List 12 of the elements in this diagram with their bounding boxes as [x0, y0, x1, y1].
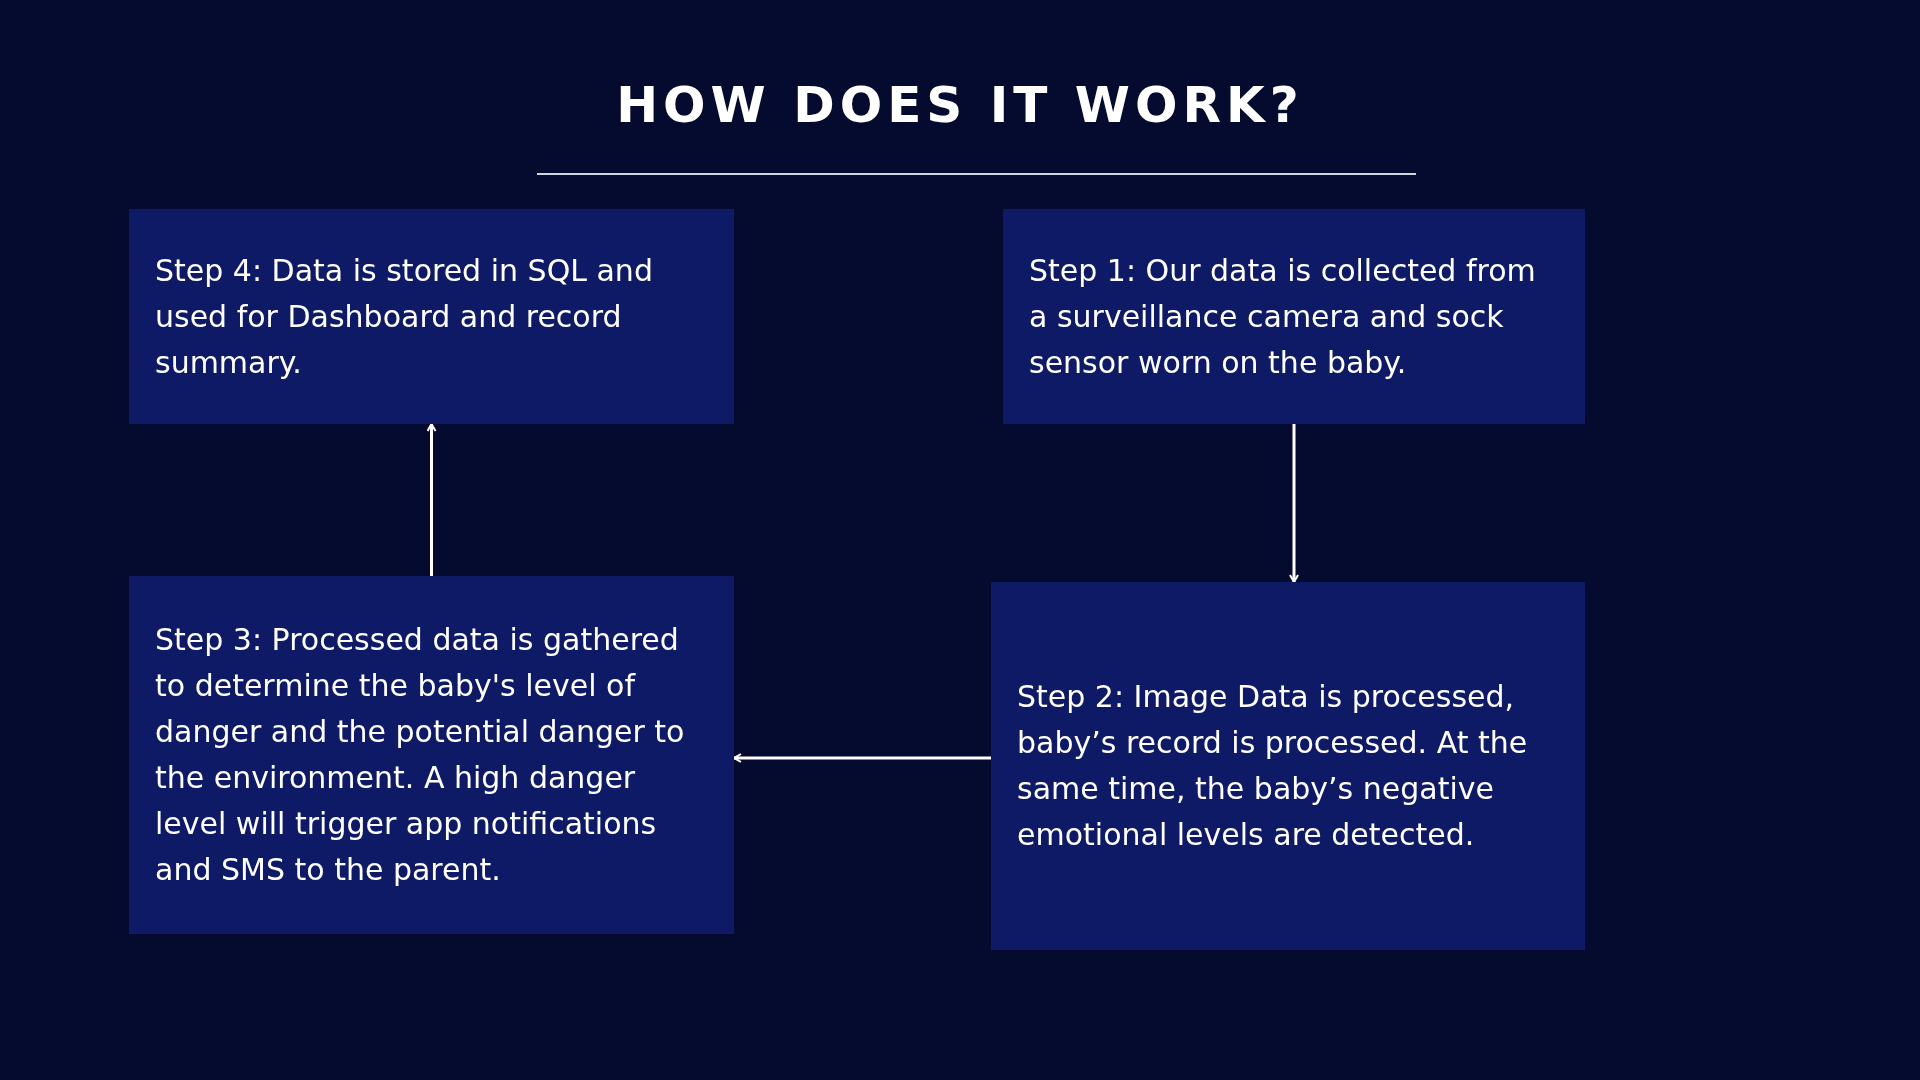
step-text: Step 3: Processed data is gathered to determine the baby's level of danger and the potential danger to the environment. A high danger level will trigger app notifications and SMS to the parent. — [155, 621, 686, 889]
step-box — [129, 209, 734, 424]
arrow — [1289, 424, 1299, 583]
title: HOW DOES IT WORK? — [615, 76, 1305, 134]
arrow — [426, 423, 437, 576]
step-box — [1003, 209, 1585, 424]
step-box — [129, 576, 734, 934]
step-text: Step 1: Our data is collected from a surveillance camera and sock sensor worn on the baby. — [1029, 251, 1537, 382]
arrow — [733, 753, 991, 763]
step-text: Step 4: Data is stored in SQL and used for Dashboard and record summary. — [155, 251, 654, 382]
step-box — [991, 582, 1585, 950]
step-text: Step 2: Image Data is processed, baby’s record is processed. At the same time, the baby’s negative emotional levels are detected. — [1017, 678, 1529, 854]
